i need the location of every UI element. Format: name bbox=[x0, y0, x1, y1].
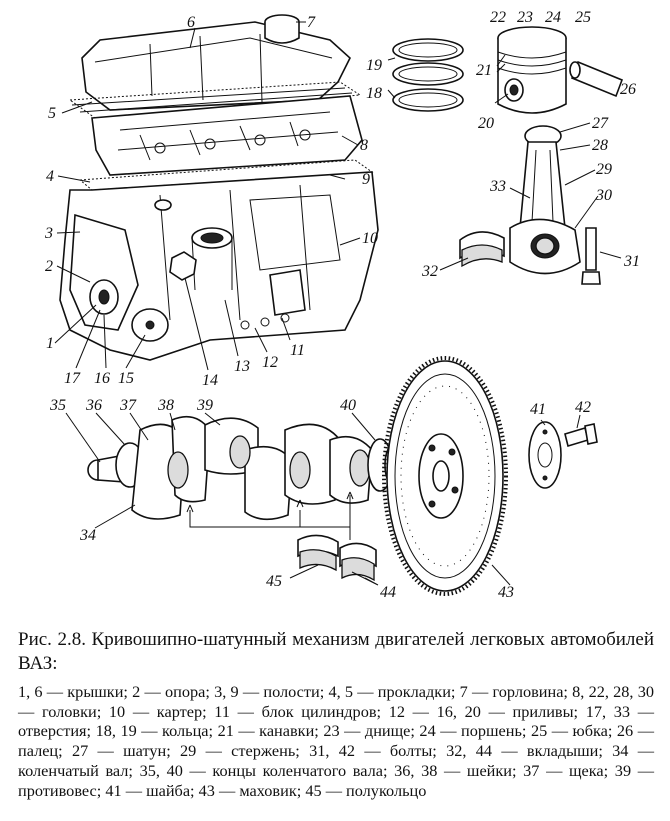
callout-39: 39 bbox=[196, 397, 213, 414]
callout-3: 3 bbox=[44, 225, 53, 242]
flywheel-washer-and-bolt bbox=[528, 421, 598, 489]
piston-group bbox=[392, 26, 624, 285]
figure-title: Рис. 2.8. Кривошипно-шатунный механизм д… bbox=[18, 629, 654, 674]
callout-26: 26 bbox=[620, 81, 636, 98]
callout-37: 37 bbox=[119, 397, 137, 414]
callout-34: 34 bbox=[79, 527, 96, 544]
callout-28: 28 bbox=[592, 137, 608, 154]
callout-2: 2 bbox=[45, 258, 53, 275]
callout-25: 25 bbox=[575, 9, 591, 26]
callout-16: 16 bbox=[94, 370, 110, 387]
callout-9: 9 bbox=[362, 171, 370, 188]
callout-35: 35 bbox=[49, 397, 66, 414]
callout-43: 43 bbox=[498, 584, 514, 601]
flywheel bbox=[382, 356, 508, 596]
figure-legend: 1, 6 — крышки; 2 — опора; 3, 9 — полости… bbox=[18, 682, 654, 800]
callout-4: 4 bbox=[46, 168, 54, 185]
callout-29: 29 bbox=[596, 161, 612, 178]
callout-45: 45 bbox=[266, 573, 282, 590]
callout-7: 7 bbox=[307, 14, 316, 31]
callout-40: 40 bbox=[340, 397, 356, 414]
callout-8: 8 bbox=[360, 137, 368, 154]
callout-20: 20 bbox=[478, 115, 494, 132]
engine-block-assembly bbox=[59, 14, 379, 361]
callout-11: 11 bbox=[290, 342, 305, 359]
leader-lines bbox=[54, 21, 622, 586]
callout-24: 24 bbox=[545, 9, 561, 26]
callout-36: 36 bbox=[85, 397, 102, 414]
callout-22: 22 bbox=[490, 9, 506, 26]
callout-1: 1 bbox=[46, 335, 54, 352]
callout-14: 14 bbox=[202, 372, 218, 389]
callout-19: 19 bbox=[366, 57, 382, 74]
callout-21: 21 bbox=[476, 62, 492, 79]
thrust-and-main-shells bbox=[297, 534, 377, 582]
figure-caption: Рис. 2.8. Кривошипно-шатунный механизм д… bbox=[18, 628, 654, 800]
callout-15: 15 bbox=[118, 370, 134, 387]
crankshaft bbox=[87, 415, 406, 521]
callout-32: 32 bbox=[421, 263, 438, 280]
callout-10: 10 bbox=[362, 230, 378, 247]
callout-38: 38 bbox=[157, 397, 174, 414]
callout-17: 17 bbox=[64, 370, 81, 387]
callout-6: 6 bbox=[187, 14, 195, 31]
callout-5: 5 bbox=[48, 105, 56, 122]
callout-numbers: 6 7 5 8 4 9 3 10 2 1 11 12 13 14 17 16 1… bbox=[44, 9, 640, 601]
callout-33: 33 bbox=[489, 178, 506, 195]
callout-18: 18 bbox=[366, 85, 382, 102]
callout-42: 42 bbox=[575, 399, 591, 416]
callout-12: 12 bbox=[262, 354, 278, 371]
callout-13: 13 bbox=[234, 358, 250, 375]
callout-27: 27 bbox=[592, 115, 609, 132]
callout-30: 30 bbox=[595, 187, 612, 204]
callout-23: 23 bbox=[517, 9, 533, 26]
callout-41: 41 bbox=[530, 401, 546, 418]
callout-31: 31 bbox=[623, 253, 640, 270]
engine-diagram: 6 7 5 8 4 9 3 10 2 1 11 12 13 14 17 16 1… bbox=[44, 9, 640, 601]
callout-44: 44 bbox=[380, 584, 396, 601]
